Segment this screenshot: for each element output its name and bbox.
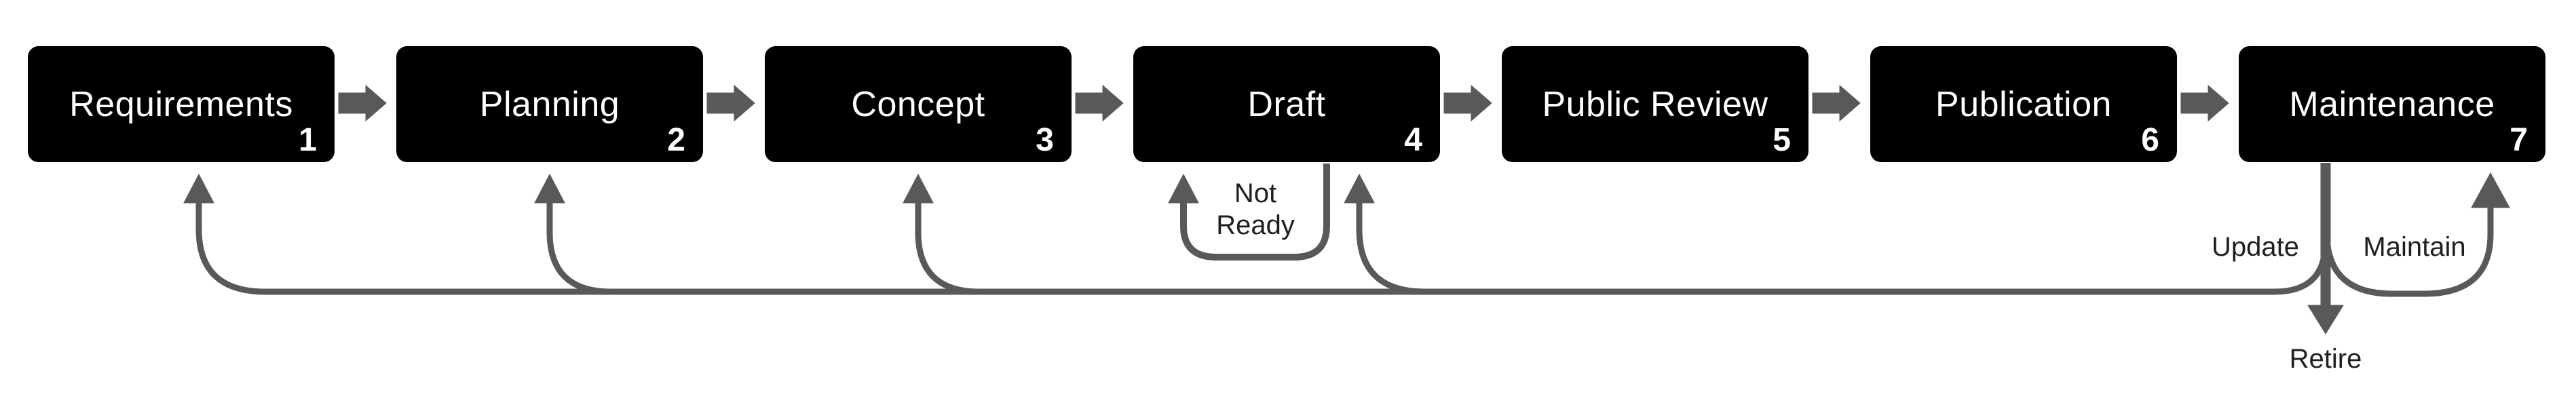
stage-box-planning: Planning 2	[396, 46, 703, 162]
stage-label: Requirements	[69, 84, 293, 124]
flow-arrow-icon	[338, 84, 387, 122]
stage-label: Planning	[479, 84, 620, 124]
arrowhead-up-maintain	[2471, 172, 2510, 208]
stage-to-stage-arrow-icons	[338, 84, 2229, 122]
stage-number: 6	[2141, 122, 2159, 158]
flow-arrow-icon	[706, 84, 755, 122]
flow-arrow-icon	[1812, 84, 1861, 122]
stage-box-draft: Draft 4	[1133, 46, 1440, 162]
stage-box-public-review: Public Review 5	[1502, 46, 1808, 162]
stage-box-concept: Concept 3	[765, 46, 1072, 162]
arrowhead-down-retire	[2307, 305, 2344, 334]
feedback-arrowheads	[183, 172, 2510, 334]
arrowhead-up-not-ready	[1168, 173, 1199, 204]
flow-arrow-icon	[2180, 84, 2229, 122]
feedback-branch-concept	[915, 203, 980, 295]
stage-box-requirements: Requirements 1	[28, 46, 335, 162]
arrowhead-up-concept	[903, 173, 934, 204]
not-ready-loop-line	[1180, 164, 1330, 261]
edge-label-maintain: Maintain	[2363, 232, 2466, 262]
arrowhead-up-draft	[1344, 173, 1375, 204]
stage-number: 5	[1773, 122, 1791, 158]
arrowhead-up-planning	[534, 173, 565, 204]
stage-box-publication: Publication 6	[1870, 46, 2177, 162]
maintain-loop-line	[2324, 208, 2494, 297]
stage-label: Concept	[851, 84, 985, 124]
stage-label: Publication	[1935, 84, 2112, 124]
edge-label-not-ready: Not Ready	[1216, 178, 1295, 241]
stage-number: 3	[1036, 122, 1054, 158]
stage-label: Draft	[1247, 84, 1326, 124]
feedback-main-line	[195, 203, 2329, 295]
stage-box-maintenance: Maintenance 7	[2239, 46, 2545, 162]
stage-label: Public Review	[1542, 84, 1768, 124]
stage-number: 7	[2509, 122, 2528, 158]
feedback-lines	[195, 163, 2494, 307]
stage-number: 2	[667, 122, 685, 158]
stage-number: 4	[1404, 122, 1422, 158]
edge-label-update: Update	[2212, 232, 2299, 262]
flow-arrow-icon	[1443, 84, 1492, 122]
stage-number: 1	[299, 122, 317, 158]
stage-label: Maintenance	[2289, 84, 2495, 124]
feedback-branch-draft	[1356, 203, 1426, 295]
feedback-branch-planning	[546, 203, 611, 295]
edge-label-retire: Retire	[2289, 344, 2362, 374]
arrowhead-up-requirements	[183, 173, 214, 204]
flow-arrow-icon	[1075, 84, 1124, 122]
